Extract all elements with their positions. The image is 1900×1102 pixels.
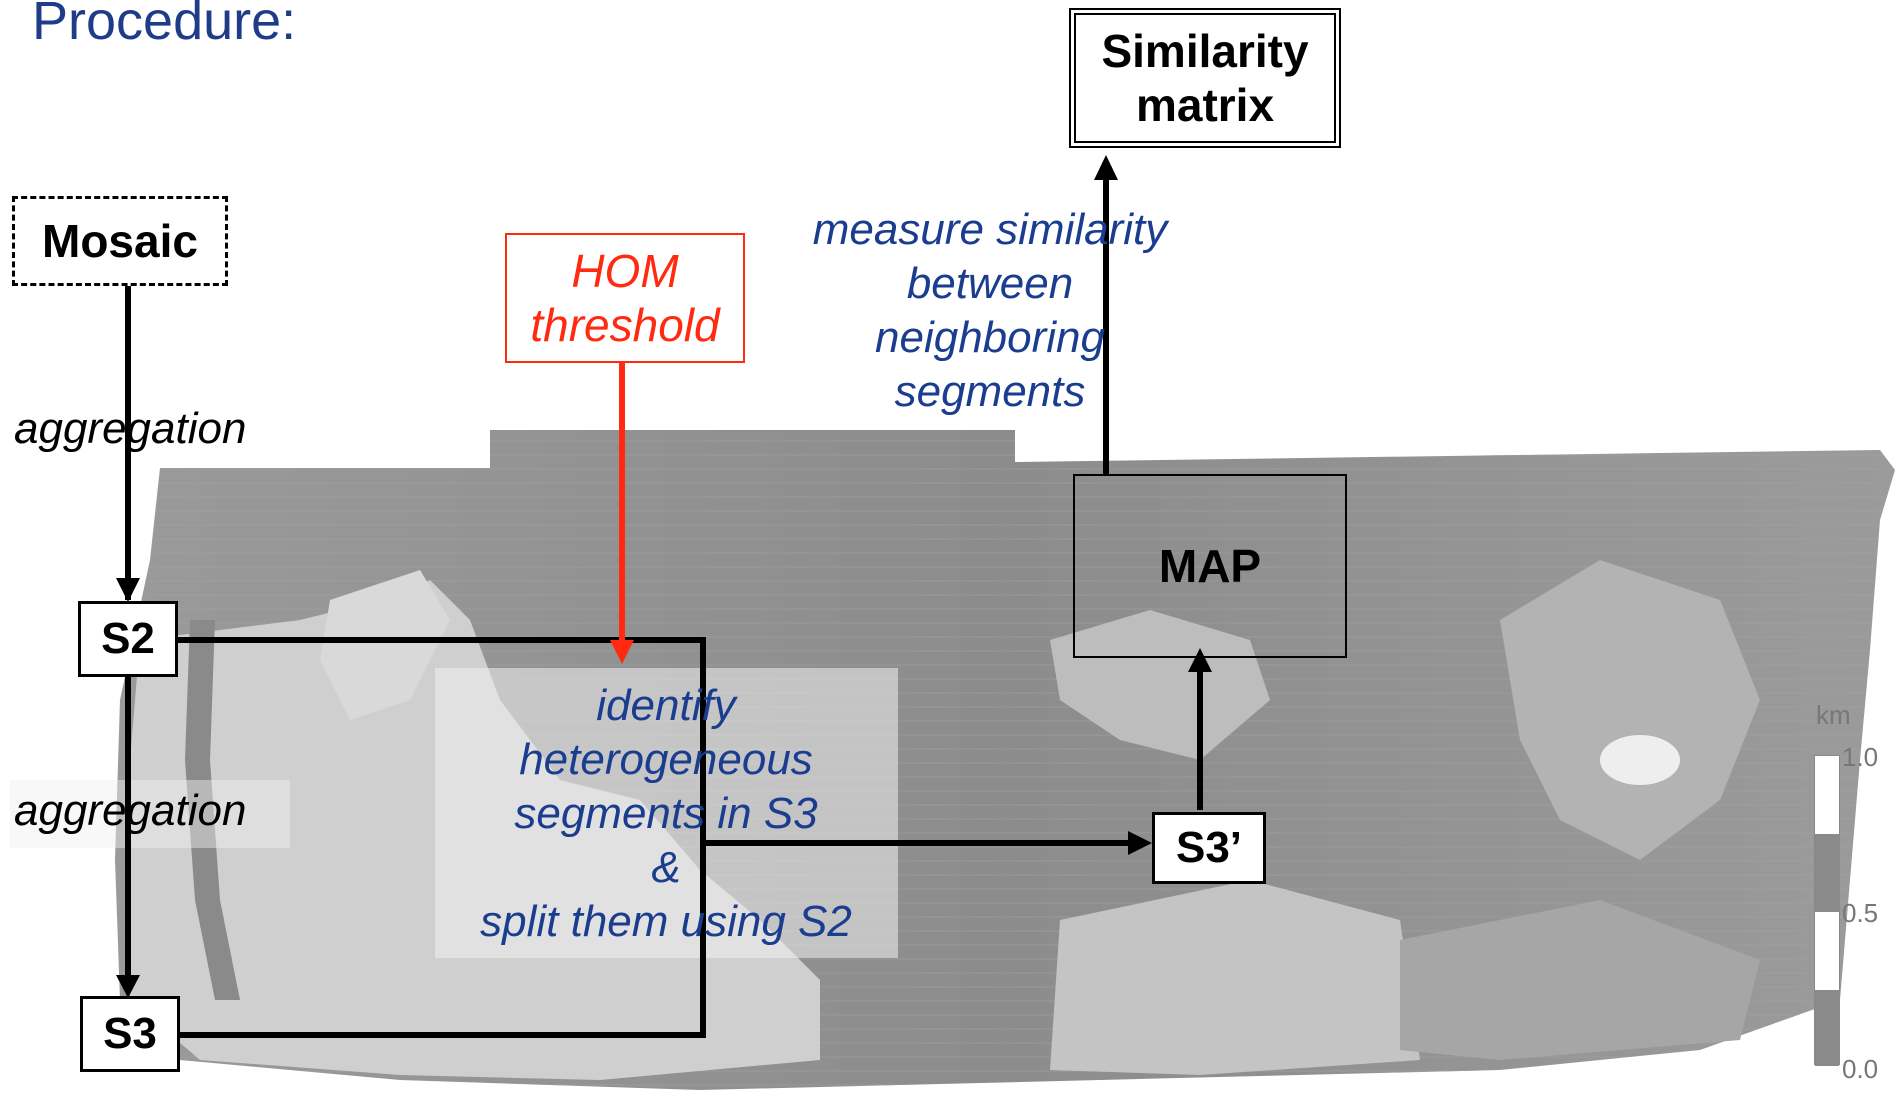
scale-bar [1814, 755, 1840, 1066]
arrowhead-s3 [116, 975, 140, 998]
s3prime-node: S3’ [1152, 812, 1266, 884]
hom-threshold-line2: threshold [530, 299, 720, 351]
mosaic-mid-region [1400, 900, 1760, 1060]
scale-segment-4 [1815, 990, 1839, 1066]
similarity-line2: matrix [1135, 79, 1275, 131]
measure-similarity-label: measure similarity between neighboring s… [780, 203, 1200, 419]
identify-line5: split them using S2 [480, 897, 852, 946]
mosaic-light-region-4 [1500, 560, 1760, 860]
identify-line1: identify [596, 681, 736, 730]
map-node: MAP [1073, 474, 1347, 658]
scale-segment-2 [1815, 834, 1839, 912]
measure-line2: between [906, 259, 1074, 308]
map-label: MAP [1158, 540, 1262, 592]
measure-line3: neighboring [875, 313, 1105, 362]
scale-tick-3: 0.0 [1842, 1054, 1879, 1084]
s2-node: S2 [78, 601, 178, 677]
arrowhead-hom [610, 640, 634, 664]
mosaic-dark-streak [185, 620, 240, 1000]
mosaic-light-region-5 [1050, 880, 1420, 1075]
measure-line1: measure similarity [812, 205, 1168, 254]
identify-line4: & [651, 843, 681, 892]
mosaic-light-region-3 [1050, 610, 1270, 760]
s2-label: S2 [101, 614, 155, 663]
scale-unit: km [1816, 700, 1851, 730]
aggregation-label-2: aggregation [14, 786, 247, 835]
scale-tick-1: 1.0 [1842, 742, 1879, 772]
s3-node: S3 [80, 996, 180, 1072]
aggregation-label-1: aggregation [14, 404, 247, 453]
arrowhead-s2 [116, 578, 140, 602]
mosaic-box: Mosaic [12, 196, 228, 286]
aggregation-label-panel [10, 780, 290, 848]
arrowhead-similarity [1094, 155, 1118, 180]
arrowhead-map [1188, 648, 1212, 672]
identify-split-label: identify heterogeneous segments in S3 & … [440, 679, 892, 949]
mosaic-light-region-2 [320, 570, 450, 720]
identify-line2: heterogeneous [519, 735, 813, 784]
similarity-matrix-box: Similarity matrix [1069, 8, 1341, 148]
s3-label: S3 [103, 1009, 157, 1058]
split-loop-line [178, 637, 706, 1038]
scale-segment-3 [1815, 912, 1839, 990]
page-title: Procedure: [32, 0, 297, 51]
hom-threshold-line1: HOM [571, 245, 679, 297]
hom-threshold-box: HOM threshold [505, 233, 745, 363]
similarity-line1: Similarity [1101, 25, 1309, 77]
mosaic-bright-spot [1600, 735, 1680, 785]
s3prime-label: S3’ [1175, 823, 1243, 872]
identify-line3: segments in S3 [514, 789, 818, 838]
scale-segment-1 [1815, 756, 1839, 834]
arrowhead-s3prime [1128, 831, 1152, 855]
identify-label-panel [435, 668, 898, 958]
mosaic-label: Mosaic [42, 215, 198, 267]
scale-tick-2: 0.5 [1842, 898, 1879, 928]
measure-line4: segments [894, 367, 1086, 416]
